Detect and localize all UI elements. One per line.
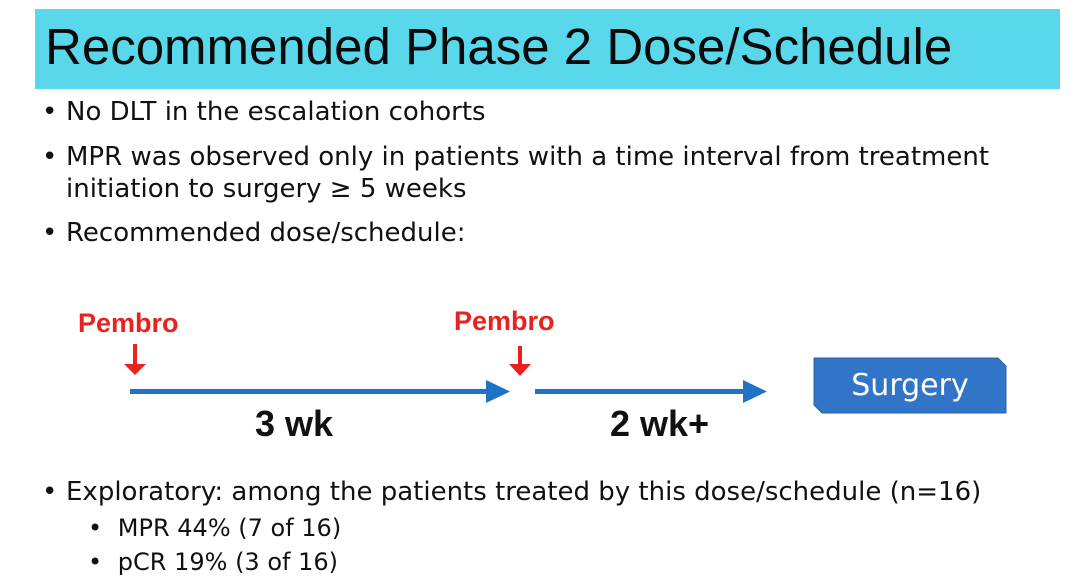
surgery-box — [813, 357, 1007, 414]
sub-bullet-dot-icon: • — [88, 548, 103, 576]
interval-label-first: 3 wk — [255, 403, 334, 444]
interval-arrow-icon — [130, 380, 510, 403]
bullet-dot-icon: • — [42, 97, 58, 127]
bullet-text: initiation to surgery ≥ 5 weeks — [66, 174, 467, 204]
title-banner: Recommended Phase 2 Dose/Schedule — [35, 9, 1060, 89]
dose-down-arrow-icon — [509, 346, 531, 376]
sub-bullet-dot-icon: • — [88, 514, 103, 542]
bullet-dot-icon: • — [42, 218, 58, 248]
sub-bullet-item: • pCR 19% (3 of 16) — [88, 547, 338, 577]
sub-bullet-text: pCR 19% (3 of 16) — [117, 548, 338, 576]
sub-bullet-text: MPR 44% (7 of 16) — [117, 514, 342, 542]
bullet-dot-icon: • — [42, 477, 58, 507]
interval-arrow-icon — [535, 380, 767, 403]
page-title: Recommended Phase 2 Dose/Schedule — [45, 18, 953, 75]
bullet-dot-icon: • — [42, 142, 58, 172]
bullet-text: MPR was observed only in patients with a… — [66, 142, 990, 172]
pembro-label-first: Pembro — [78, 308, 179, 338]
interval-label-second: 2 wk+ — [610, 403, 710, 444]
bullet-text: Recommended dose/schedule: — [66, 218, 466, 248]
surgery-label: Surgery — [851, 368, 969, 403]
pembro-label-second: Pembro — [454, 306, 555, 336]
dose-down-arrow-icon — [124, 344, 146, 375]
sub-bullet-item: • MPR 44% (7 of 16) — [88, 513, 341, 543]
bullet-text: No DLT in the escalation cohorts — [66, 97, 486, 127]
bullet-text: Exploratory: among the patients treated … — [66, 477, 982, 507]
